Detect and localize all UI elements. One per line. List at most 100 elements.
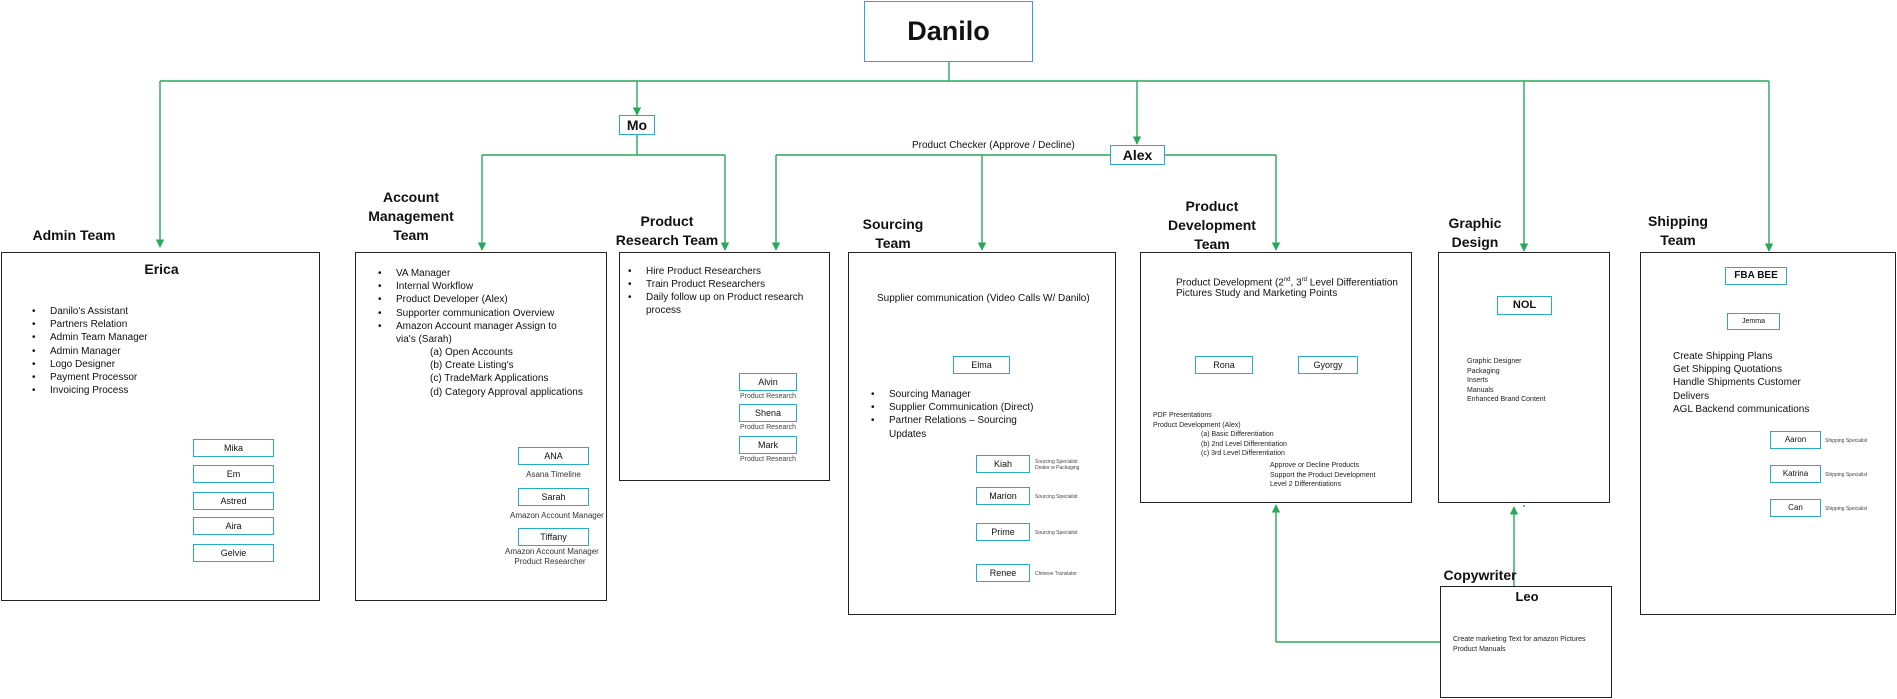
sourcing-member-role: Sourcing Specialist — [1035, 530, 1078, 536]
rona-task: (b) 2nd Level Differentiation — [1201, 440, 1287, 448]
development-intro-part: Product Development (2 — [1176, 277, 1284, 289]
development-intro-sup: nd — [1283, 277, 1291, 283]
shipping-team-heading: Shipping Team — [1643, 212, 1713, 250]
research-duty: Hire Product Researchers — [620, 265, 803, 278]
rona-task: Product Development (Alex) — [1153, 421, 1241, 429]
admin-member-box: Mika — [193, 439, 274, 457]
account-member-box: ANA — [518, 447, 589, 465]
gyorgy-task: Level 2 Differentiations — [1270, 481, 1342, 488]
sourcing-member-box: Prime — [976, 523, 1030, 541]
development-heading-line1: Product — [1185, 198, 1239, 214]
sourcing-member-role2: Dealer w Packaging — [1035, 465, 1080, 471]
shipping-duty: Get Shipping Quotations — [1673, 364, 1782, 376]
research-heading-line1: Product — [640, 213, 694, 229]
copywriter-tasks: Create marketing Text for amazon Picture… — [1453, 635, 1586, 654]
admin-duty: Payment Processor — [24, 371, 148, 384]
admin-duty: Danilo's Assistant — [24, 305, 148, 318]
account-sub-duties: (a) Open Accounts (b) Create Listing's (… — [430, 346, 583, 399]
account-heading-line1: Account — [383, 189, 439, 205]
research-heading-line2: Research Team — [615, 232, 719, 248]
sourcing-duties: Sourcing Manager Supplier Communication … — [863, 388, 1034, 428]
sourcing-member-box: Kiah — [976, 455, 1030, 473]
admin-member-box: Gelvie — [193, 544, 274, 562]
sourcing-team-heading: Sourcing Team — [853, 215, 933, 253]
gyorgy-task: Support the Product Development — [1270, 471, 1376, 479]
mo-node: Mo — [619, 115, 655, 135]
gyorgy-task: Approve or Decline Products — [1270, 462, 1360, 469]
shipping-sub-lead-box: Jemma — [1727, 313, 1780, 330]
sourcing-lead-box: Elma — [953, 356, 1010, 374]
admin-team-heading: Admin Team — [32, 227, 116, 243]
copywriter-name: Leo — [1515, 589, 1539, 604]
graphic-panel: Graphic Designer Packaging Inserts Manua… — [1438, 252, 1610, 503]
research-duty: Train Product Researchers — [620, 278, 803, 291]
sourcing-duty: Partner Relations – Sourcing — [863, 414, 1034, 427]
shipping-lead-box: FBA BEE — [1725, 267, 1787, 285]
rona-task: (a) Basic Differentiation — [1201, 431, 1274, 438]
research-panel: Hire Product Researchers Train Product R… — [619, 252, 830, 481]
product-checker-label: Product Checker (Approve / Decline) — [912, 140, 1075, 151]
development-heading-line2: Development — [1168, 217, 1256, 233]
shipping-heading-line1: Shipping — [1648, 213, 1708, 229]
development-heading-line3: Team — [1194, 236, 1230, 252]
shipping-duty: AGL Backend communications — [1673, 403, 1810, 415]
sourcing-duty-cont: Updates — [889, 429, 927, 440]
account-heading-line3: Team — [393, 227, 429, 243]
graphic-tasks: Graphic Designer Packaging Inserts Manua… — [1467, 357, 1546, 405]
account-member-box: Tiffany — [518, 528, 589, 546]
sourcing-duty: Supplier Communication (Direct) — [863, 401, 1034, 414]
copywriter-panel: Leo Create marketing Text for amazon Pic… — [1440, 586, 1612, 698]
graphic-task: Graphic Designer — [1467, 358, 1522, 365]
copywriter-task: Product Manuals — [1453, 645, 1506, 653]
admin-duty: Invoicing Process — [24, 384, 148, 397]
graphic-team-heading: Graphic Design — [1440, 214, 1510, 252]
gyorgy-tasks: Approve or Decline Products Support the … — [1270, 461, 1375, 490]
ceo-node: Danilo — [864, 1, 1033, 62]
rona-task: (c) 3rd Level Differentiation — [1201, 450, 1285, 457]
graphic-heading-line2: Design — [1451, 234, 1499, 250]
development-lead-box: Gyorgy — [1298, 356, 1358, 374]
shipping-lead-name: FBA BEE — [1734, 270, 1778, 281]
graphic-task: Inserts — [1467, 377, 1489, 384]
development-lead-box: Rona — [1195, 356, 1253, 374]
development-intro-part: Level Differentiation — [1307, 277, 1398, 289]
development-panel: Product Development (2nd, 3rd Level Diff… — [1140, 252, 1412, 503]
account-sub-duty: (c) TradeMark Applications — [430, 373, 549, 385]
development-intro-2: Pictures Study and Marketing Points — [1176, 288, 1338, 299]
sourcing-member-role: Sourcing Specialist — [1035, 459, 1078, 465]
shipping-member-role: Shipping Specialist — [1825, 438, 1868, 444]
account-sub-duty: (b) Create Listing's — [430, 360, 514, 372]
graphic-task: Packaging — [1467, 367, 1500, 375]
graphic-heading-line1: Graphic — [1448, 215, 1502, 231]
account-member-box: Sarah — [518, 488, 589, 506]
research-member-role: Product Research — [740, 456, 797, 463]
shipping-duty: Delivers — [1673, 390, 1710, 402]
admin-member-box: Astred — [193, 492, 274, 510]
development-team-heading: Product Development Team — [1157, 197, 1267, 254]
copywriter-heading: Copywriter — [1443, 567, 1517, 583]
graphic-lead-box: NOL — [1497, 296, 1552, 315]
admin-duties: Danilo's Assistant Partners Relation Adm… — [24, 305, 148, 398]
research-duty-cont: process — [646, 305, 682, 316]
account-member-role2: Product Researcher — [514, 557, 586, 566]
admin-panel: Erica Danilo's Assistant Partners Relati… — [1, 252, 320, 601]
sourcing-duty: Sourcing Manager — [863, 388, 1034, 401]
graphic-lead-name: NOL — [1512, 299, 1537, 311]
shipping-panel: Create Shipping Plans Get Shipping Quota… — [1640, 252, 1896, 615]
research-member-box: Shena — [739, 404, 797, 422]
shipping-member-box: Aaron — [1770, 431, 1821, 449]
account-heading-line2: Management — [368, 208, 454, 224]
sourcing-member-box: Renee — [976, 564, 1030, 582]
research-duties: Hire Product Researchers Train Product R… — [620, 265, 803, 305]
shipping-duty: Handle Shipments Customer — [1673, 377, 1801, 389]
account-sub-duty: (d) Category Approval applications — [430, 386, 583, 398]
account-duty: Product Developer (Alex) — [370, 293, 557, 306]
sourcing-intro: Supplier communication (Video Calls W/ D… — [877, 293, 1090, 304]
rona-task: PDF Presentations — [1153, 412, 1212, 419]
mo-name: Mo — [626, 117, 648, 133]
graphic-task: Manuals — [1467, 386, 1494, 394]
research-team-heading: Product Research Team — [612, 212, 722, 250]
shipping-member-role: Shipping Specialist — [1825, 472, 1868, 478]
research-member-box: Mark — [739, 436, 797, 454]
admin-member-box: Em — [193, 465, 274, 483]
